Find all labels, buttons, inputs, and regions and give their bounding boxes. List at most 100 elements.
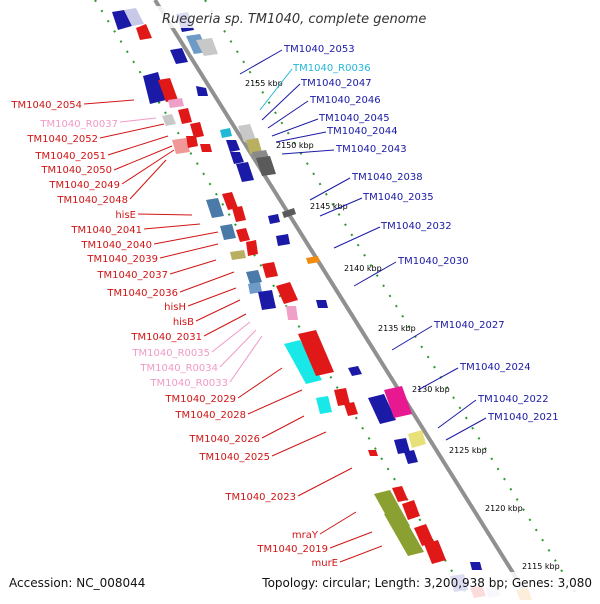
gene-feature[interactable] [236,162,254,182]
gene-feature[interactable] [186,136,198,148]
gene-feature[interactable] [268,214,280,224]
gene-feature[interactable] [408,430,426,448]
gene-label[interactable]: TM1040_2037 [96,270,168,281]
gene-feature[interactable] [414,524,434,546]
gene-feature[interactable] [384,510,424,556]
gene-label[interactable]: TM1040_2026 [188,434,260,445]
gene-label[interactable]: TM1040_2051 [34,151,106,162]
gene-label[interactable]: TM1040_2052 [26,134,98,145]
gene-feature[interactable] [230,152,244,164]
gene-feature[interactable] [168,98,184,108]
gene-feature[interactable] [124,8,144,26]
gene-label[interactable]: TM1040_2041 [70,225,142,236]
gene-feature[interactable] [258,290,276,310]
gene-feature[interactable] [112,10,132,30]
gene-label[interactable]: TM1040_2050 [40,165,112,176]
gene-feature[interactable] [298,330,334,376]
gene-label[interactable]: TM1040_2043 [335,144,407,155]
gene-label[interactable]: TM1040_2044 [326,126,398,137]
gene-feature[interactable] [344,402,358,416]
gene-label[interactable]: TM1040_2036 [106,288,178,299]
gene-feature[interactable] [306,256,320,264]
gene-feature[interactable] [246,138,262,154]
gene-feature[interactable] [424,540,446,564]
gene-label[interactable]: TM1040_R0033 [149,378,228,389]
gene-label[interactable]: TM1040_2049 [48,180,120,191]
gene-feature[interactable] [162,114,176,126]
gene-feature[interactable] [394,438,410,454]
gene-label[interactable]: TM1040_R0034 [139,363,218,374]
gene-label[interactable]: TM1040_2038 [351,172,423,183]
gene-label[interactable]: hisE [115,210,136,221]
gene-feature[interactable] [246,240,258,256]
gene-feature[interactable] [230,250,246,260]
gene-label[interactable]: TM1040_2021 [487,412,559,423]
gene-label[interactable]: murE [311,558,338,569]
gene-feature[interactable] [256,156,276,176]
gene-label[interactable]: TM1040_2035 [362,192,434,203]
gene-feature[interactable] [316,300,328,308]
gene-feature[interactable] [196,86,208,96]
gene-label[interactable]: hisB [173,317,194,328]
gene-label[interactable]: TM1040_2040 [80,240,152,251]
gene-feature[interactable] [334,388,350,406]
gene-feature[interactable] [284,340,322,384]
gene-feature[interactable] [384,386,412,418]
gene-label[interactable]: TM1040_2028 [174,410,246,421]
gene-feature[interactable] [232,206,246,222]
gene-feature[interactable] [348,366,362,376]
gene-label[interactable]: TM1040_2030 [397,256,469,267]
gene-feature[interactable] [402,500,420,520]
gene-feature[interactable] [196,38,218,56]
gene-feature[interactable] [238,124,256,142]
gene-feature[interactable] [368,450,378,456]
gene-label[interactable]: TM1040_2022 [477,394,549,405]
gene-feature[interactable] [172,138,190,154]
gene-label[interactable]: TM1040_2054 [10,100,82,111]
gene-label[interactable]: TM1040_2031 [130,332,202,343]
gene-feature[interactable] [368,394,396,424]
gene-label[interactable]: TM1040_2025 [198,452,270,463]
gene-label[interactable]: TM1040_R0037 [39,119,118,130]
gene-label[interactable]: TM1040_2032 [380,221,452,232]
gene-feature[interactable] [236,228,250,242]
gene-feature[interactable] [248,282,262,294]
gene-feature[interactable] [206,198,224,218]
gene-label[interactable]: TM1040_2029 [164,394,236,405]
gene-label[interactable]: TM1040_2046 [309,95,381,106]
gene-label[interactable]: TM1040_2047 [300,78,372,89]
gene-label[interactable]: TM1040_R0036 [292,63,371,74]
gene-feature[interactable] [392,486,408,502]
gene-feature[interactable] [220,224,236,240]
gene-feature[interactable] [220,128,232,138]
gene-feature[interactable] [246,270,262,284]
gene-label[interactable]: TM1040_2023 [224,492,296,503]
gene-label[interactable]: TM1040_2024 [459,362,531,373]
gene-feature[interactable] [190,122,204,138]
leader-line [319,197,363,217]
gene-label[interactable]: TM1040_2048 [56,195,128,206]
gene-label[interactable]: mraY [292,530,319,541]
gene-label[interactable]: TM1040_2045 [318,113,390,124]
gene-feature[interactable] [222,192,238,210]
gene-feature[interactable] [226,140,240,152]
gene-label[interactable]: TM1040_2039 [86,254,158,265]
gene-feature[interactable] [276,282,298,304]
gene-feature[interactable] [404,450,418,464]
gene-feature[interactable] [276,234,290,246]
gene-feature[interactable] [470,562,482,570]
gene-feature[interactable] [178,108,192,124]
gene-label[interactable]: TM1040_2053 [283,44,355,55]
gene-feature[interactable] [158,78,178,102]
gene-label[interactable]: hisH [164,302,186,313]
gene-feature[interactable] [262,262,278,278]
gene-feature[interactable] [286,306,298,320]
gene-label[interactable]: TM1040_2019 [256,544,328,555]
gene-label[interactable]: TM1040_2027 [433,320,505,331]
gene-feature[interactable] [136,24,152,40]
gene-feature[interactable] [316,396,332,414]
gene-feature[interactable] [170,48,188,64]
gene-label[interactable]: TM1040_R0035 [131,348,210,359]
gene-feature[interactable] [200,144,212,152]
gene-feature[interactable] [282,208,296,218]
